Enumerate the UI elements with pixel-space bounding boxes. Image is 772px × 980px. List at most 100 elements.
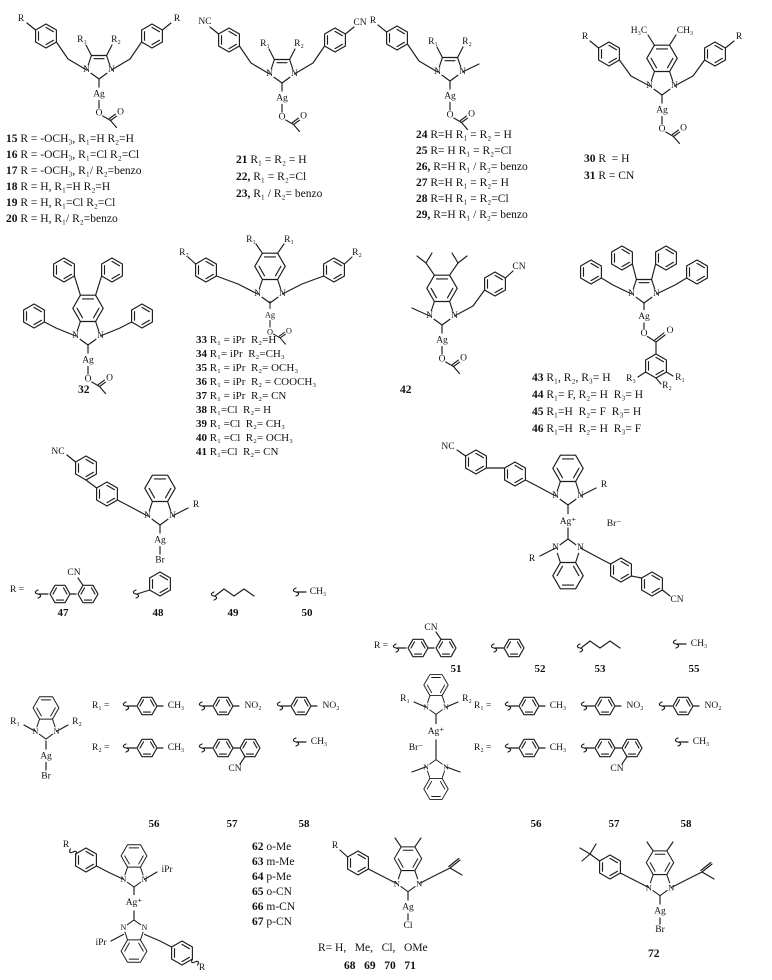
labels-15-20: 15 R = -OCH₃, R₁=H R₂=H 16 R = -OCH₃, R₁=… <box>6 131 142 227</box>
compound-label: 24 R=H R₁ = R₂ = H <box>416 129 512 141</box>
no2-label: NO₂ <box>704 701 721 711</box>
compound-label: 16 R = -OCH₃, R₁=Cl R₂=Cl <box>6 149 140 161</box>
compound-label: 46 R₁=H R₂= H R₃= F <box>532 423 642 435</box>
o-atom-label: O <box>667 326 674 336</box>
compound-number: 50 <box>302 607 314 619</box>
compound-number: 51 <box>451 663 462 675</box>
ch3-label: CH₃ <box>550 701 567 711</box>
compound-label: 40 R₁ =Cl R₂= OCH₃ <box>196 432 293 444</box>
label-42: 42 <box>400 384 412 396</box>
compound-label: 20 R = H, R₁/ R₂=benzo <box>6 213 118 225</box>
r2-label: R₂ <box>462 694 472 704</box>
rgroups-51-55-strip: R = CN 51 52 53 CH₃ 55 <box>374 623 708 675</box>
cn-label: CN <box>424 623 437 633</box>
r-label: R <box>736 32 743 42</box>
br-minus-label: Br⁻ <box>607 519 622 529</box>
compound-label: 29, R=H R₁ / R₂= benzo <box>416 209 528 221</box>
r1-label: R₁ <box>400 694 410 704</box>
ag-atom-label: Ag <box>402 903 414 913</box>
compound-label: 62 o-Me <box>252 841 292 853</box>
nc-label: NC <box>198 17 211 27</box>
r2-label: R₂ <box>352 248 362 258</box>
rgroups-47-50-strip: R = CN 47 48 49 CH₃ 50 <box>10 568 326 619</box>
ag-plus-label: Ag⁺ <box>428 727 445 737</box>
r1-label: R₁ <box>260 39 270 49</box>
structure-56-58-mono-diagram: R₁ R₂ <box>10 696 82 784</box>
compound-label: 66 m-CN <box>252 901 296 913</box>
compound-label: 31 R = CN <box>584 170 635 182</box>
compound-label: 23, R₁ / R₂= benzo <box>236 188 323 200</box>
cl-atom-label: Cl <box>404 921 413 931</box>
cn-label: CN <box>670 595 683 605</box>
cn-label: CN <box>610 764 623 774</box>
compound-number: 47 <box>58 607 70 619</box>
labels-21-23: 21 R₁ = R₂ = H 22, R₁ = R₂=Cl 23, R₁ / R₂=… <box>236 152 322 203</box>
structure-68-71-diagram: R Ag Cl <box>332 837 463 932</box>
compound-number: 49 <box>228 607 240 619</box>
compound-label: 15 R = -OCH₃, R₁=H R₂=H <box>6 133 134 145</box>
structure-33-41-diagram: R₁ R₁ R₂ R₂ <box>179 235 362 345</box>
r3-label: R₃ <box>626 374 636 384</box>
ch3-label: CH₃ <box>677 26 694 36</box>
cn-label: CN <box>67 568 80 578</box>
compound-label: 25 R= H R₁ = R₂=Cl <box>416 145 512 157</box>
rgroups-56-58-strip-right: R₁ = CH₃ NO₂ NO₂ R₂ = CH₃ CN CH₃ 56 57 5… <box>474 696 722 830</box>
compound-label: 64 p-Me <box>252 871 292 883</box>
r1-label: R₁ <box>246 235 256 245</box>
compound-number: 57 <box>227 818 239 830</box>
nc-label: NC <box>441 442 454 452</box>
compound-label: 63 m-Me <box>252 856 295 868</box>
compound-number: 48 <box>153 607 165 619</box>
r2-label: R₂ <box>662 381 672 391</box>
compound-label: 37 R₁ = iPr R₂= CN <box>196 390 287 402</box>
compound-label: 65 o-CN <box>252 886 292 898</box>
compound-label: 39 R₁ =Cl R₂= CH₃ <box>196 418 286 430</box>
ag-atom-label: Ag <box>638 312 650 322</box>
r1-label: R₁ <box>10 717 20 727</box>
r1-label: R₁ <box>675 373 685 383</box>
compound-label: 45 R₁=H R₂= F R₃= H <box>532 406 642 418</box>
ch3-label: CH₃ <box>691 639 708 649</box>
r2-equals-label: R₂ = <box>474 743 491 753</box>
compound-label: 18 R = H, R₁=H R₂=H <box>6 181 111 193</box>
compound-number: 56 <box>149 818 161 830</box>
structure-62-67-diagram: R iPr Ag⁺ iPr R <box>63 840 206 973</box>
br-atom-label: Br <box>655 925 665 935</box>
ag-plus-label: Ag⁺ <box>126 898 143 908</box>
r-label: R <box>601 480 608 490</box>
compound-label: 67 p-CN <box>252 916 292 928</box>
compound-label: 22, R₁ = R₂=Cl <box>236 171 307 183</box>
r-label: R <box>18 14 25 24</box>
r1-label: R₁ <box>284 235 294 245</box>
ch3-label: CH₃ <box>311 737 328 747</box>
compound-label: 33 R₁ = iPr R₂=H <box>196 334 277 346</box>
ag-atom-label: Ag <box>654 907 666 917</box>
r2-label: R₂ <box>179 248 189 258</box>
compound-number: 58 <box>681 818 693 830</box>
nc-label: NC <box>51 447 64 457</box>
label-68-71-r: R= H, Me, Cl, OMe <box>318 942 428 954</box>
r2-label: R₂ <box>462 37 472 47</box>
r1-equals-label: R₁ = <box>92 701 109 711</box>
compound-label: 19 R = H, R₁=Cl R₂=Cl <box>6 197 116 209</box>
structure-21-23-diagram: R₁ R₂ NC CN <box>198 17 367 133</box>
r2-label: R₂ <box>72 717 82 727</box>
r-equals-label: R = <box>10 585 24 595</box>
o-atom-label: O <box>641 329 648 339</box>
ch3-label: CH₃ <box>693 737 710 747</box>
labels-62-67: 62 o-Me 63 m-Me 64 p-Me 65 o-CN 66 m-CN 67 p-… <box>252 840 295 930</box>
compound-label: 36 R₁ = iPr R₂ = COOCH₃ <box>196 376 317 388</box>
structure-32-diagram <box>23 257 153 395</box>
no2-label: NO₂ <box>244 701 261 711</box>
structure-30-31-diagram: H₃C CH₃ R R <box>582 26 743 145</box>
compound-label: 21 R₁ = R₂ = H <box>236 154 307 166</box>
h3c-label: H₃C <box>631 26 648 36</box>
ipr-label: iPr <box>161 865 173 875</box>
label-32: 32 <box>78 384 90 396</box>
ag-plus-label: Ag⁺ <box>560 517 577 527</box>
structure-56-58-bis-diagram: R₁ R₂ Ag⁺ Br⁻ <box>400 674 472 800</box>
compound-number: 58 <box>299 818 311 830</box>
